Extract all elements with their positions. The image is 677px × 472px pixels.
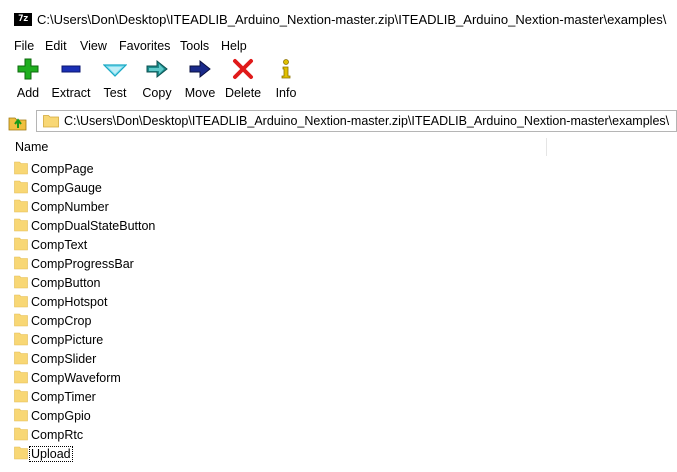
list-item-label: CompPicture — [31, 333, 104, 347]
list-item-label: CompPage — [31, 162, 94, 176]
window-title: C:\Users\Don\Desktop\ITEADLIB_Arduino_Ne… — [37, 12, 667, 27]
folder-icon — [14, 427, 28, 441]
list-item[interactable]: CompButton — [14, 273, 314, 292]
extract-button[interactable]: Extract — [50, 58, 92, 100]
list-item-label: CompTimer — [31, 390, 96, 404]
folder-icon — [14, 332, 28, 346]
title-bar: 7z C:\Users\Don\Desktop\ITEADLIB_Arduino… — [0, 0, 677, 36]
list-item-label: CompText — [31, 238, 88, 252]
folder-icon — [14, 161, 28, 175]
move-button[interactable]: Move — [184, 58, 216, 100]
menu-help[interactable]: Help — [221, 39, 247, 53]
test-label: Test — [103, 86, 127, 100]
folder-icon — [14, 370, 28, 384]
address-bar: C:\Users\Don\Desktop\ITEADLIB_Arduino_Ne… — [0, 109, 677, 134]
folder-icon — [14, 389, 28, 403]
folder-icon — [43, 115, 59, 128]
list-item[interactable]: CompWaveform — [14, 368, 314, 387]
menu-edit[interactable]: Edit — [45, 39, 67, 53]
folder-icon — [14, 408, 28, 422]
move-label: Move — [184, 86, 216, 100]
column-header-name[interactable]: Name — [15, 140, 49, 154]
list-item-label: CompWaveform — [31, 371, 121, 385]
toolbar: Add Extract Test Copy Move Delete — [0, 58, 677, 106]
list-item[interactable]: CompGauge — [14, 178, 314, 197]
address-input[interactable]: C:\Users\Don\Desktop\ITEADLIB_Arduino_Ne… — [36, 110, 677, 132]
folder-icon — [14, 351, 28, 365]
list-item[interactable]: CompHotspot — [14, 292, 314, 311]
folder-icon — [14, 446, 28, 460]
list-item-label: CompHotspot — [31, 295, 108, 309]
info-label: Info — [275, 86, 297, 100]
info-button[interactable]: Info — [273, 58, 299, 100]
test-icon — [103, 64, 127, 77]
copy-button[interactable]: Copy — [141, 58, 173, 100]
move-icon — [189, 59, 211, 79]
extract-label: Extract — [51, 86, 91, 100]
extract-icon — [61, 65, 81, 73]
list-item[interactable]: CompPage — [14, 159, 314, 178]
add-label: Add — [16, 86, 40, 100]
list-item[interactable]: CompGpio — [14, 406, 314, 425]
folder-icon — [14, 180, 28, 194]
folder-icon — [14, 199, 28, 213]
list-item-label: CompNumber — [31, 200, 109, 214]
copy-label: Copy — [142, 86, 172, 100]
list-item-label: CompGpio — [31, 409, 91, 423]
menu-file[interactable]: File — [14, 39, 35, 53]
folder-icon — [14, 275, 28, 289]
add-icon — [17, 58, 39, 80]
info-icon — [281, 59, 291, 79]
delete-button[interactable]: Delete — [225, 58, 261, 100]
list-item[interactable]: CompPicture — [14, 330, 314, 349]
list-item-label: CompRtc — [31, 428, 84, 442]
add-button[interactable]: Add — [14, 58, 42, 100]
folder-icon — [14, 313, 28, 327]
list-item-focused[interactable]: Upload — [14, 444, 314, 463]
list-item-label: CompSlider — [31, 352, 97, 366]
list-item-label: CompCrop — [31, 314, 92, 328]
menu-view[interactable]: View — [80, 39, 107, 53]
list-item-label: CompProgressBar — [31, 257, 134, 271]
folder-icon — [14, 218, 28, 232]
menu-tools[interactable]: Tools — [180, 39, 210, 53]
list-item-label: Upload — [29, 446, 73, 462]
test-button[interactable]: Test — [100, 58, 130, 100]
address-path: C:\Users\Don\Desktop\ITEADLIB_Arduino_Ne… — [64, 114, 670, 128]
7zip-app-icon[interactable]: 7z — [14, 13, 32, 26]
list-item[interactable]: CompNumber — [14, 197, 314, 216]
list-header: Name — [0, 136, 677, 158]
delete-label: Delete — [225, 86, 262, 100]
list-item[interactable]: CompText — [14, 235, 314, 254]
column-divider[interactable] — [546, 138, 547, 156]
menu-bar: File Edit View Favorites Tools Help — [0, 36, 677, 56]
list-item-label: CompGauge — [31, 181, 102, 195]
menu-favorites[interactable]: Favorites — [119, 39, 171, 53]
folder-up-icon[interactable] — [8, 112, 28, 132]
list-item[interactable]: CompTimer — [14, 387, 314, 406]
delete-icon — [233, 59, 253, 79]
list-item[interactable]: CompDualStateButton — [14, 216, 314, 235]
list-item-label: CompButton — [31, 276, 101, 290]
copy-icon — [146, 59, 168, 79]
list-item[interactable]: CompProgressBar — [14, 254, 314, 273]
list-item-label: CompDualStateButton — [31, 219, 156, 233]
folder-icon — [14, 237, 28, 251]
folder-icon — [14, 294, 28, 308]
list-item[interactable]: CompCrop — [14, 311, 314, 330]
list-item[interactable]: CompSlider — [14, 349, 314, 368]
list-item[interactable]: CompRtc — [14, 425, 314, 444]
folder-icon — [14, 256, 28, 270]
